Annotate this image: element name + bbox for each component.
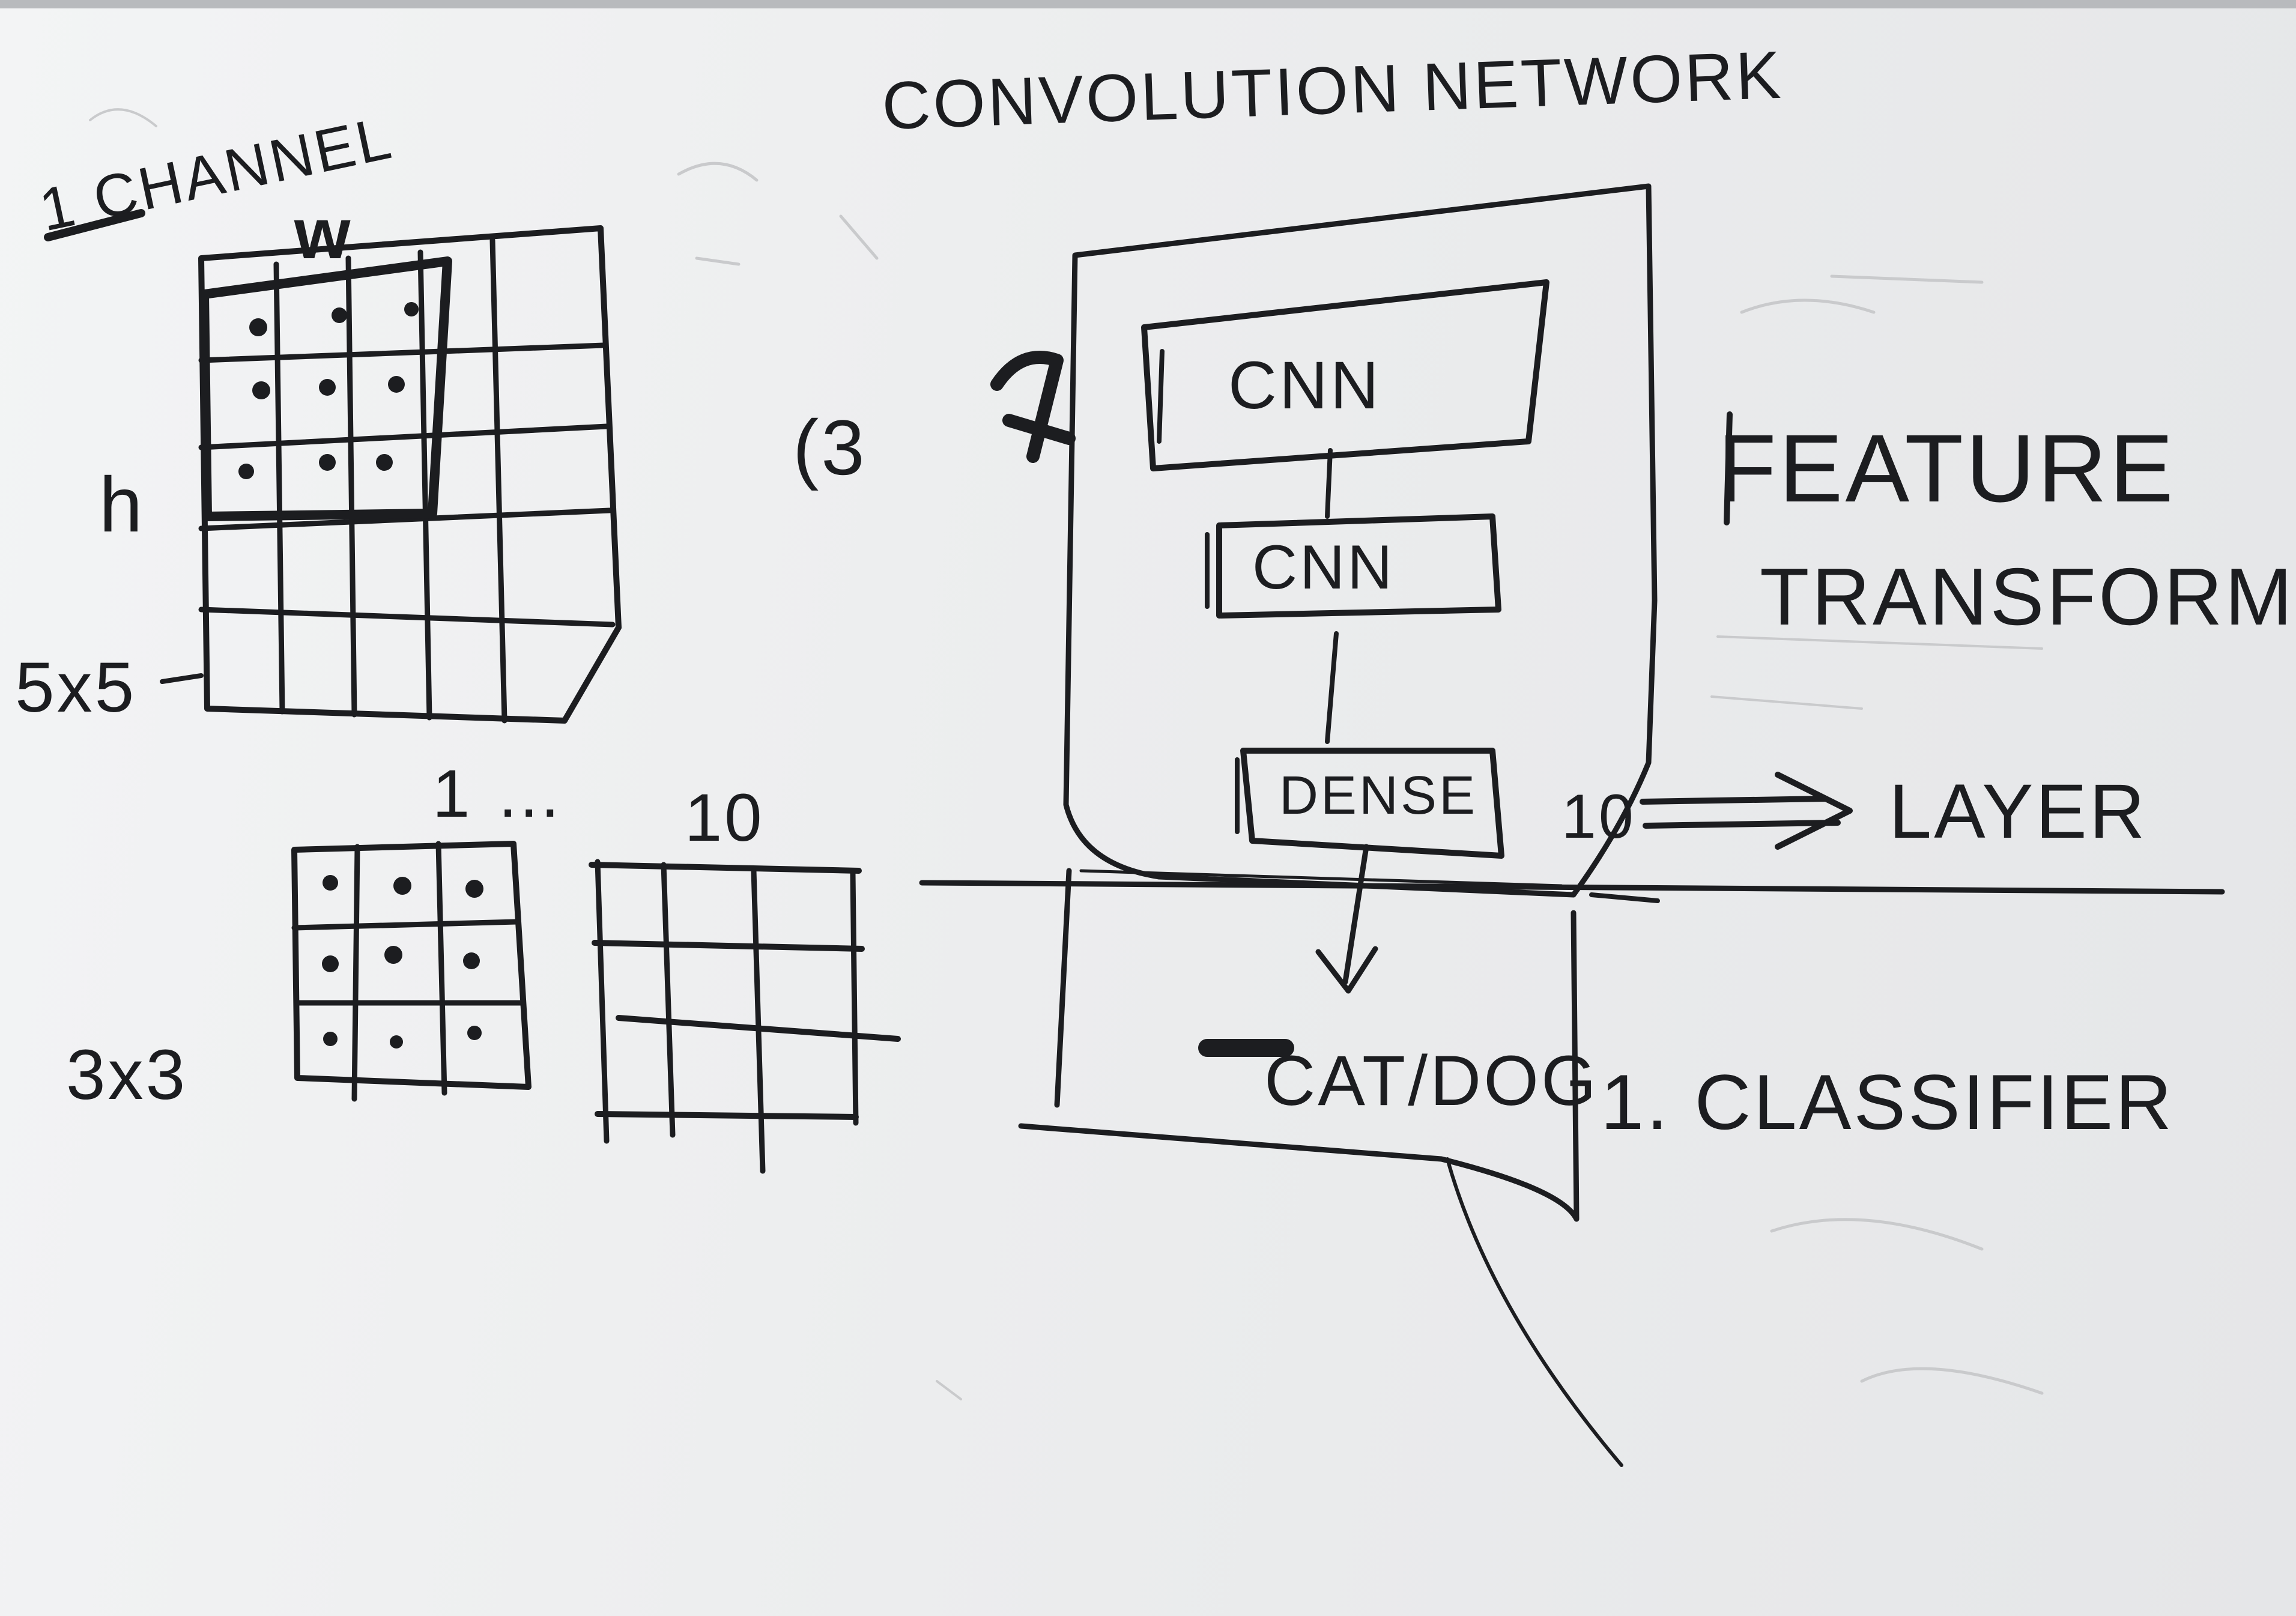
- dense-output-size: 10: [1561, 782, 1636, 852]
- filter-index-end: 10: [685, 780, 765, 855]
- erased-marks: [89, 108, 2044, 1400]
- feature-letter-stroke: [1724, 411, 1733, 525]
- classifier-frame: [1018, 868, 1580, 1222]
- filter-grid-10: [589, 859, 901, 1174]
- filter-ellipsis: ...: [498, 756, 562, 831]
- kernel-window-dots: [238, 302, 419, 479]
- depth-note: (3: [793, 404, 867, 491]
- whiteboard-frame-edge: [0, 0, 2296, 8]
- board-title: CONVOLUTION NETWORK: [880, 37, 1784, 144]
- filter-size-label: 3x3: [66, 1035, 187, 1115]
- feature-transformer-line2: TRANSFORMER: [1760, 551, 2296, 642]
- feature-transformer-line3: LAYER: [1889, 769, 2147, 855]
- cnn-layer-1: CNN: [1141, 279, 1549, 471]
- section-divider-shadow: [1079, 869, 1563, 888]
- filter-grid-1: [291, 841, 532, 1102]
- cnn-connector-2: [1325, 631, 1339, 744]
- output-label: CAT/DOG: [1264, 1041, 1599, 1121]
- sweeping-curve: [1446, 1157, 1623, 1467]
- filter-index-start: 1: [432, 756, 472, 831]
- smudged-scribble: [990, 351, 1076, 463]
- input-size-label: 5x5: [15, 648, 136, 727]
- dense-to-layer-arrow: [1640, 772, 1853, 850]
- cnn-connector-1: [1325, 448, 1333, 519]
- input-size-pointer: [160, 673, 204, 684]
- dense-layer-label: DENSE: [1279, 766, 1477, 826]
- cnn-layer-1-label: CNN: [1228, 348, 1381, 423]
- cnn-layer-2-label: CNN: [1252, 533, 1395, 602]
- input-grid-5x5: [198, 225, 622, 724]
- dense-to-output-arrow: [1315, 844, 1378, 994]
- classifier-label: 1. CLASSIFIER: [1601, 1058, 2174, 1146]
- channel-underline: [44, 209, 145, 241]
- feature-transformer-line1: FEATURE: [1718, 414, 2176, 522]
- section-divider: [919, 880, 2225, 895]
- cnn-layer-2: CNN: [1205, 513, 1501, 619]
- feature-transformer-frame: [1063, 183, 1660, 903]
- height-label: h: [99, 461, 145, 548]
- width-label: w: [294, 193, 353, 274]
- dense-layer: DENSE: [1235, 748, 1504, 859]
- filter-grid-1-dots: [322, 875, 483, 1049]
